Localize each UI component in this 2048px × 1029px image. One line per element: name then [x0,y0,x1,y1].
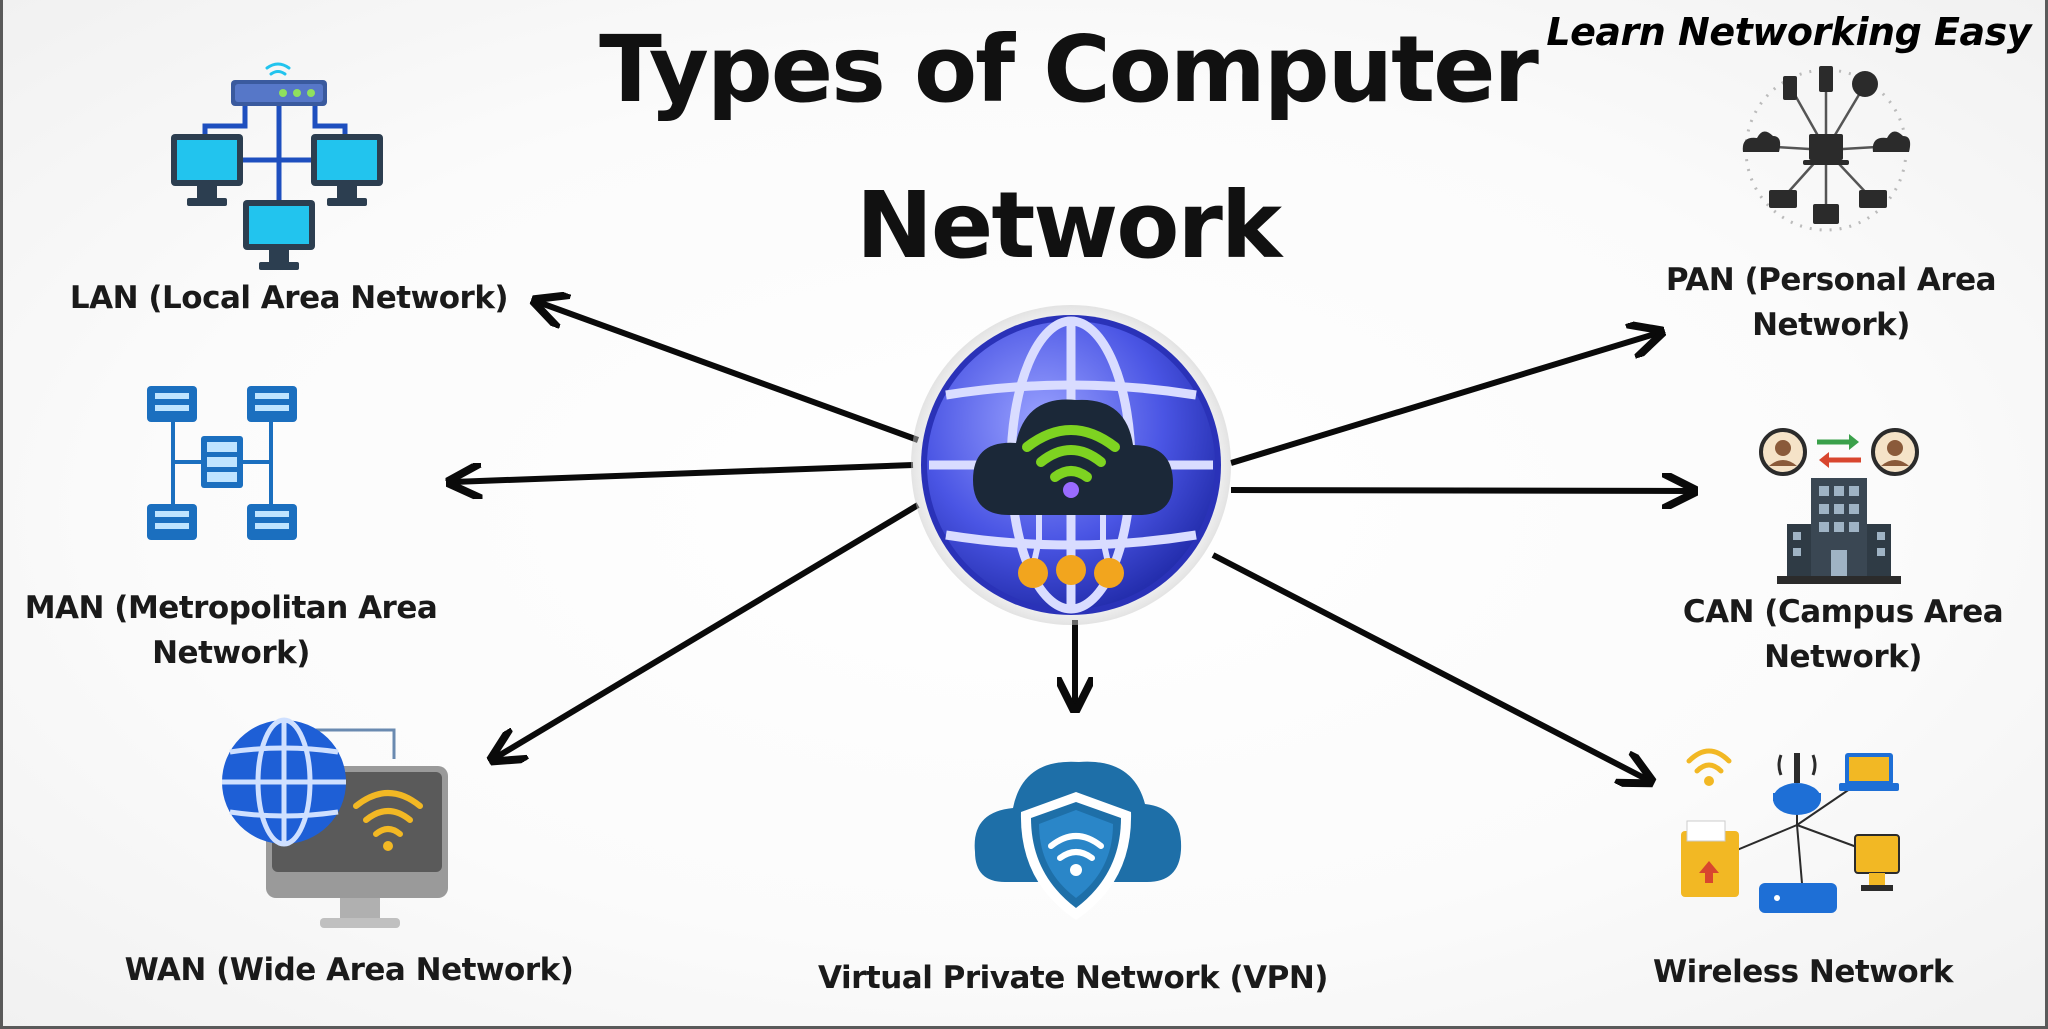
arrow-to-lan [538,302,920,443]
personal-devices-hub-icon [1742,66,1911,232]
pan-label-line-1: PAN (Personal Area [1665,262,1997,298]
lan-topology-icon [171,62,383,270]
man-label-line-2: Network) [152,634,310,671]
can-label-line-1: CAN (Campus Area [1682,594,2004,630]
globe-monitor-wifi-icon [222,717,448,928]
arrow-to-wireless [1211,552,1648,780]
wireless-label: Wireless Network [1652,954,1954,990]
page-title-line-2: Network [855,172,1282,279]
arrow-to-pan [1230,333,1658,466]
globe-cloud-wifi-icon [911,305,1231,625]
page-title-line-1: Types of Computer [599,16,1539,123]
pan-label-line-2: Network) [1752,306,1910,343]
brand-watermark: Learn Networking Easy [1546,10,2031,54]
arrow-to-can [1230,490,1691,491]
wireless-devices-icon [1681,748,1900,913]
wan-label: WAN (Wide Area Network) [124,952,574,988]
man-server-topology-icon [147,386,297,540]
lan-label: LAN (Local Area Network) [69,280,509,316]
man-label: MAN (Metropolitan Area Network) [11,586,451,676]
vpn-label: Virtual Private Network (VPN) [818,960,1328,996]
can-label: CAN (Campus Area Network) [1643,590,2043,680]
arrow-to-wan [495,502,920,758]
can-label-line-2: Network) [1764,638,1922,675]
arrow-to-man [453,462,914,482]
pan-label: PAN (Personal Area Network) [1621,258,2041,348]
cloud-shield-icon [974,761,1182,920]
man-label-line-1: MAN (Metropolitan Area [24,590,438,626]
campus-building-icon [1759,428,1919,584]
connection-arrows [3,0,2048,1029]
